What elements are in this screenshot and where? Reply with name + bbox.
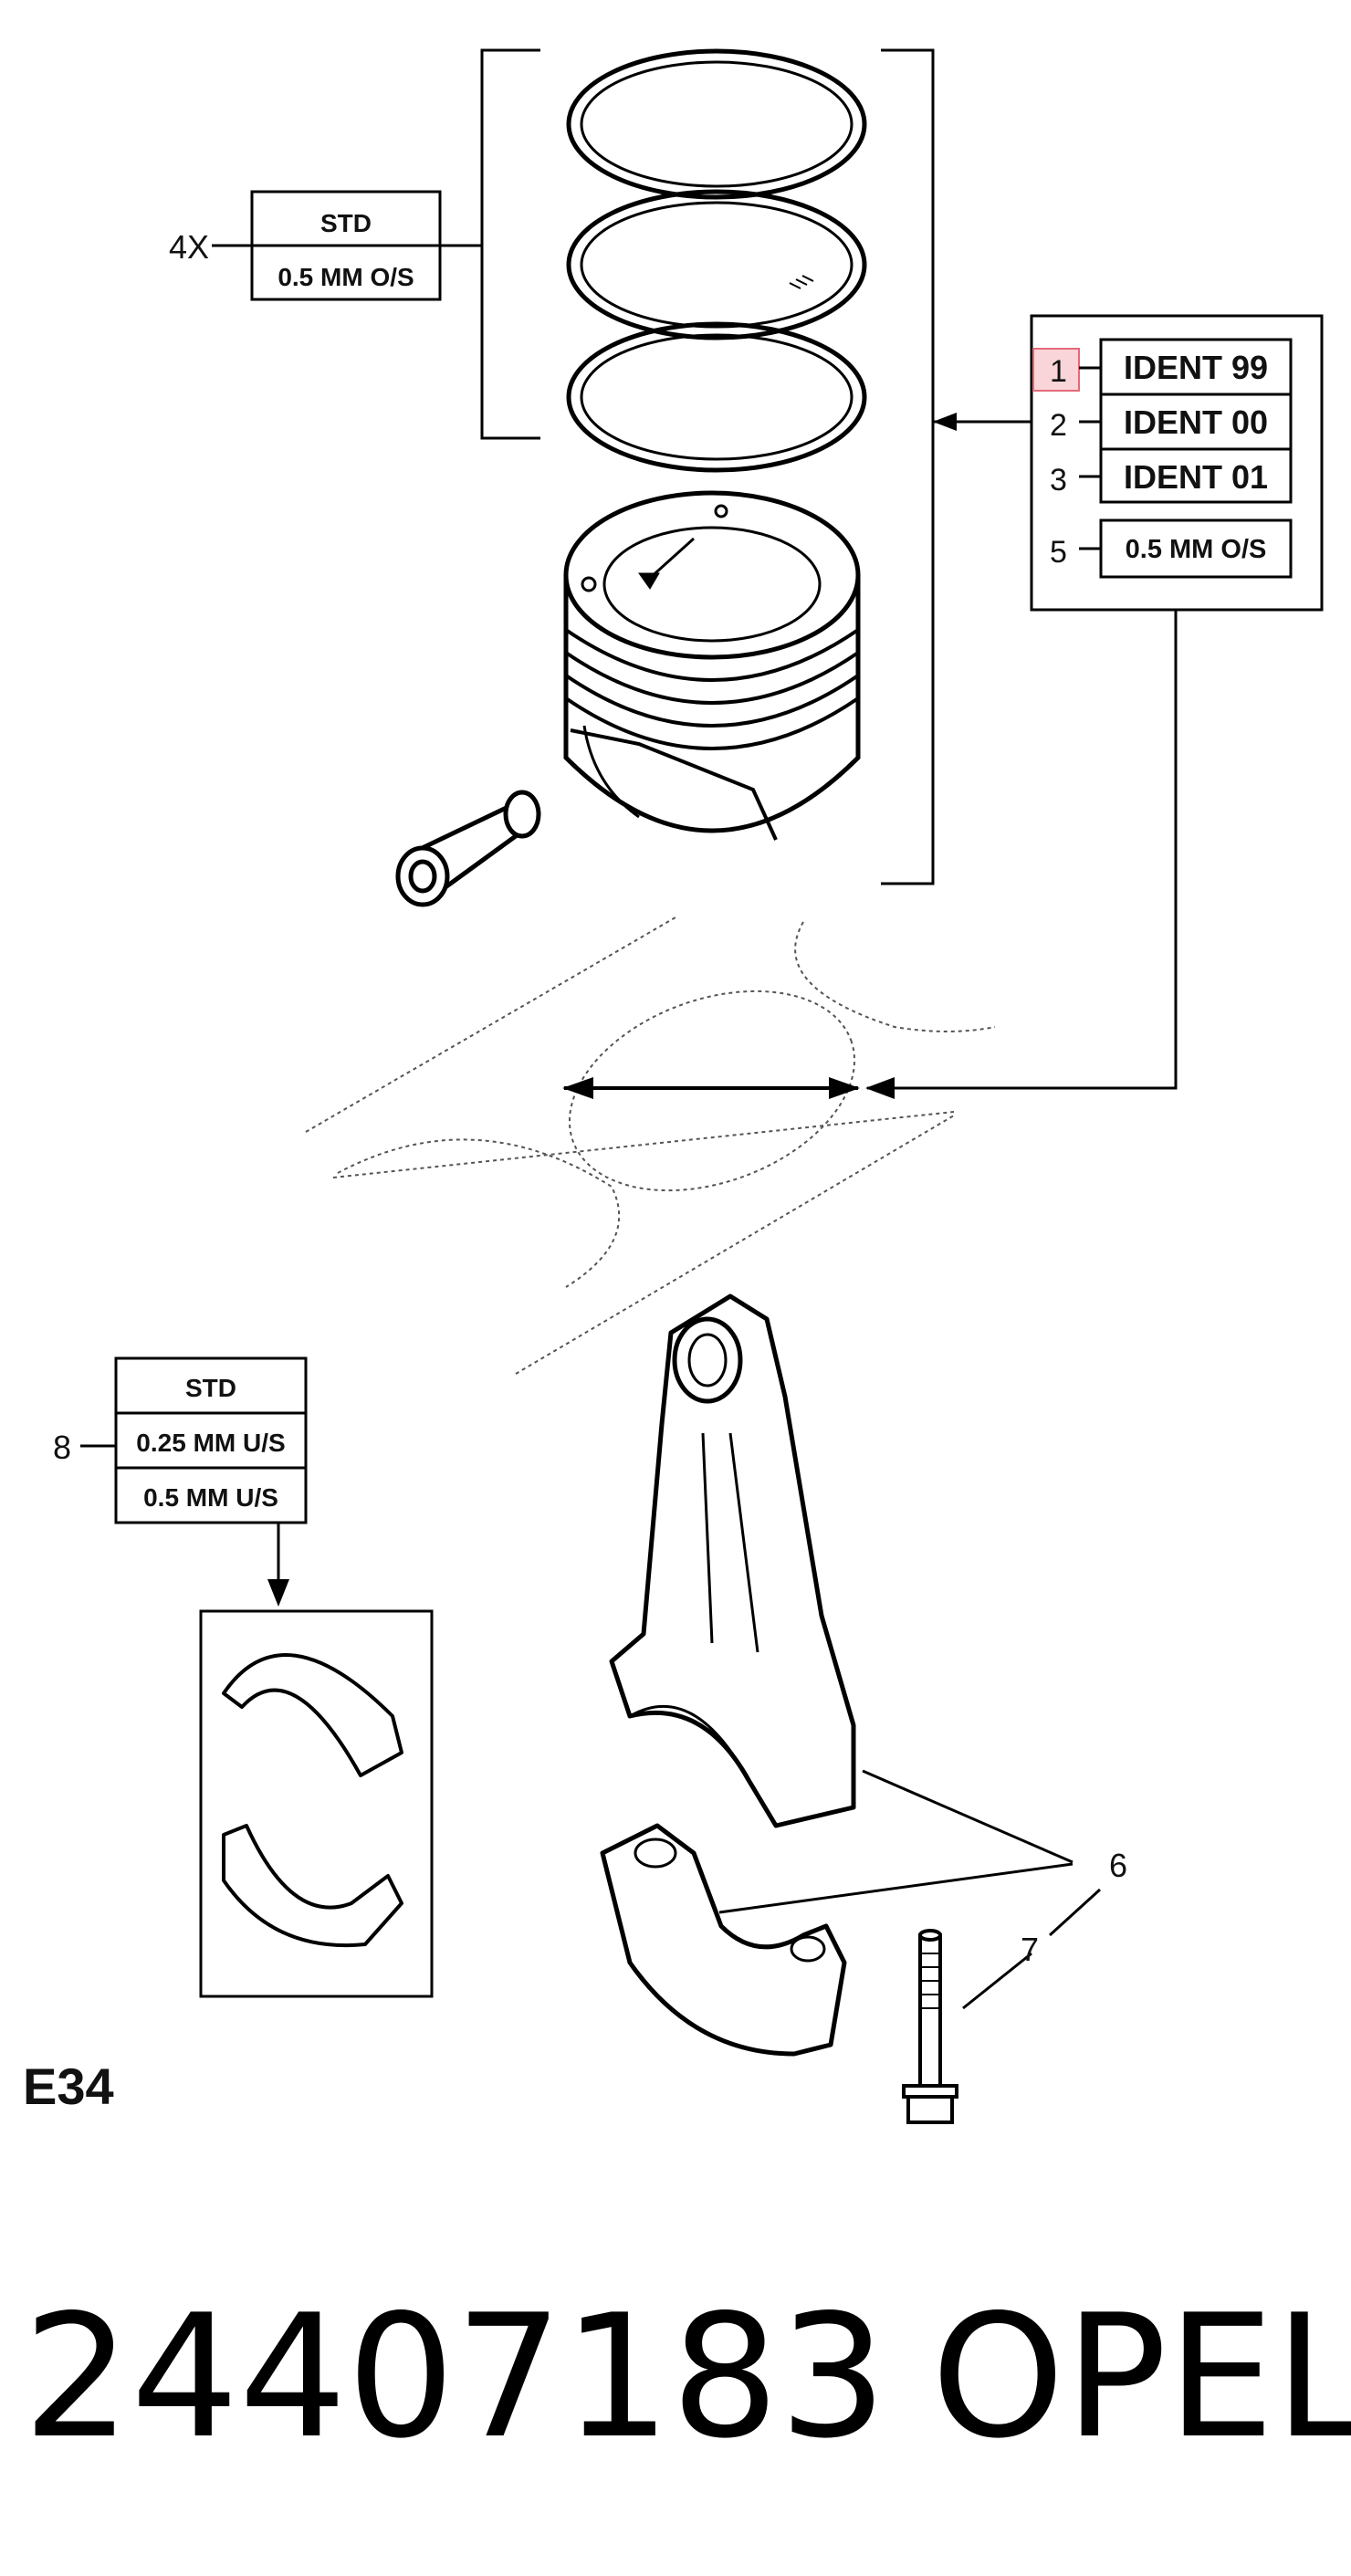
rod-callouts: [718, 1769, 1102, 2010]
brand-name: OPEL: [931, 2278, 1351, 2476]
piston-rings: [566, 48, 867, 473]
figure-code: E34: [23, 2058, 114, 2115]
piston: [563, 490, 861, 841]
connecting-rod: [609, 1293, 856, 1828]
piston-bracket: [881, 48, 935, 885]
bearing-spec-025: 0.25 MM U/S: [136, 1429, 285, 1457]
rod-cap: [600, 1823, 847, 2057]
cylinder-block: [305, 916, 996, 1375]
bearing-spec-std: STD: [185, 1374, 236, 1402]
ident-label-oversize: 0.5 MM O/S: [1126, 535, 1267, 564]
callout-rod: 6: [1109, 1847, 1127, 1884]
ident-label-00: IDENT 00: [1124, 403, 1268, 441]
rod-bolt: [902, 1929, 958, 2124]
piston-pin: [395, 790, 541, 907]
part-number: 24407183: [23, 2278, 887, 2476]
ident-label-99: IDENT 99: [1124, 349, 1268, 386]
ident-num-1: 1: [1050, 354, 1067, 389]
bearing-callout-num: 8: [53, 1429, 71, 1466]
ident-label-01: IDENT 01: [1124, 458, 1268, 496]
rings-spec-oversize: 0.5 MM O/S: [278, 263, 414, 291]
ident-1-highlight: [1032, 348, 1080, 392]
ident-num-3: 3: [1050, 463, 1067, 497]
ident-num-2: 2: [1050, 408, 1067, 443]
ident-num-5: 5: [1050, 535, 1067, 570]
bearing-shells: [199, 1609, 434, 1998]
rings-spec-box: 4X STD 0.5 MM O/S: [169, 190, 482, 301]
ident-spec-box: 1 2 3 5 IDENT 99 IDENT 00 IDENT 01 0.5 M…: [933, 314, 1324, 612]
rings-multiplier: 4X: [169, 228, 209, 266]
callout-bolt: 7: [1021, 1931, 1039, 1968]
bore-leader: [867, 610, 1178, 1090]
rings-bracket: [480, 48, 540, 440]
bearing-spec-05: 0.5 MM U/S: [143, 1483, 278, 1512]
bearing-spec-box: 8 STD 0.25 MM U/S 0.5 MM U/S: [53, 1356, 308, 1607]
rings-spec-std: STD: [320, 209, 372, 237]
bore-diameter-arrow: [562, 1077, 895, 1099]
